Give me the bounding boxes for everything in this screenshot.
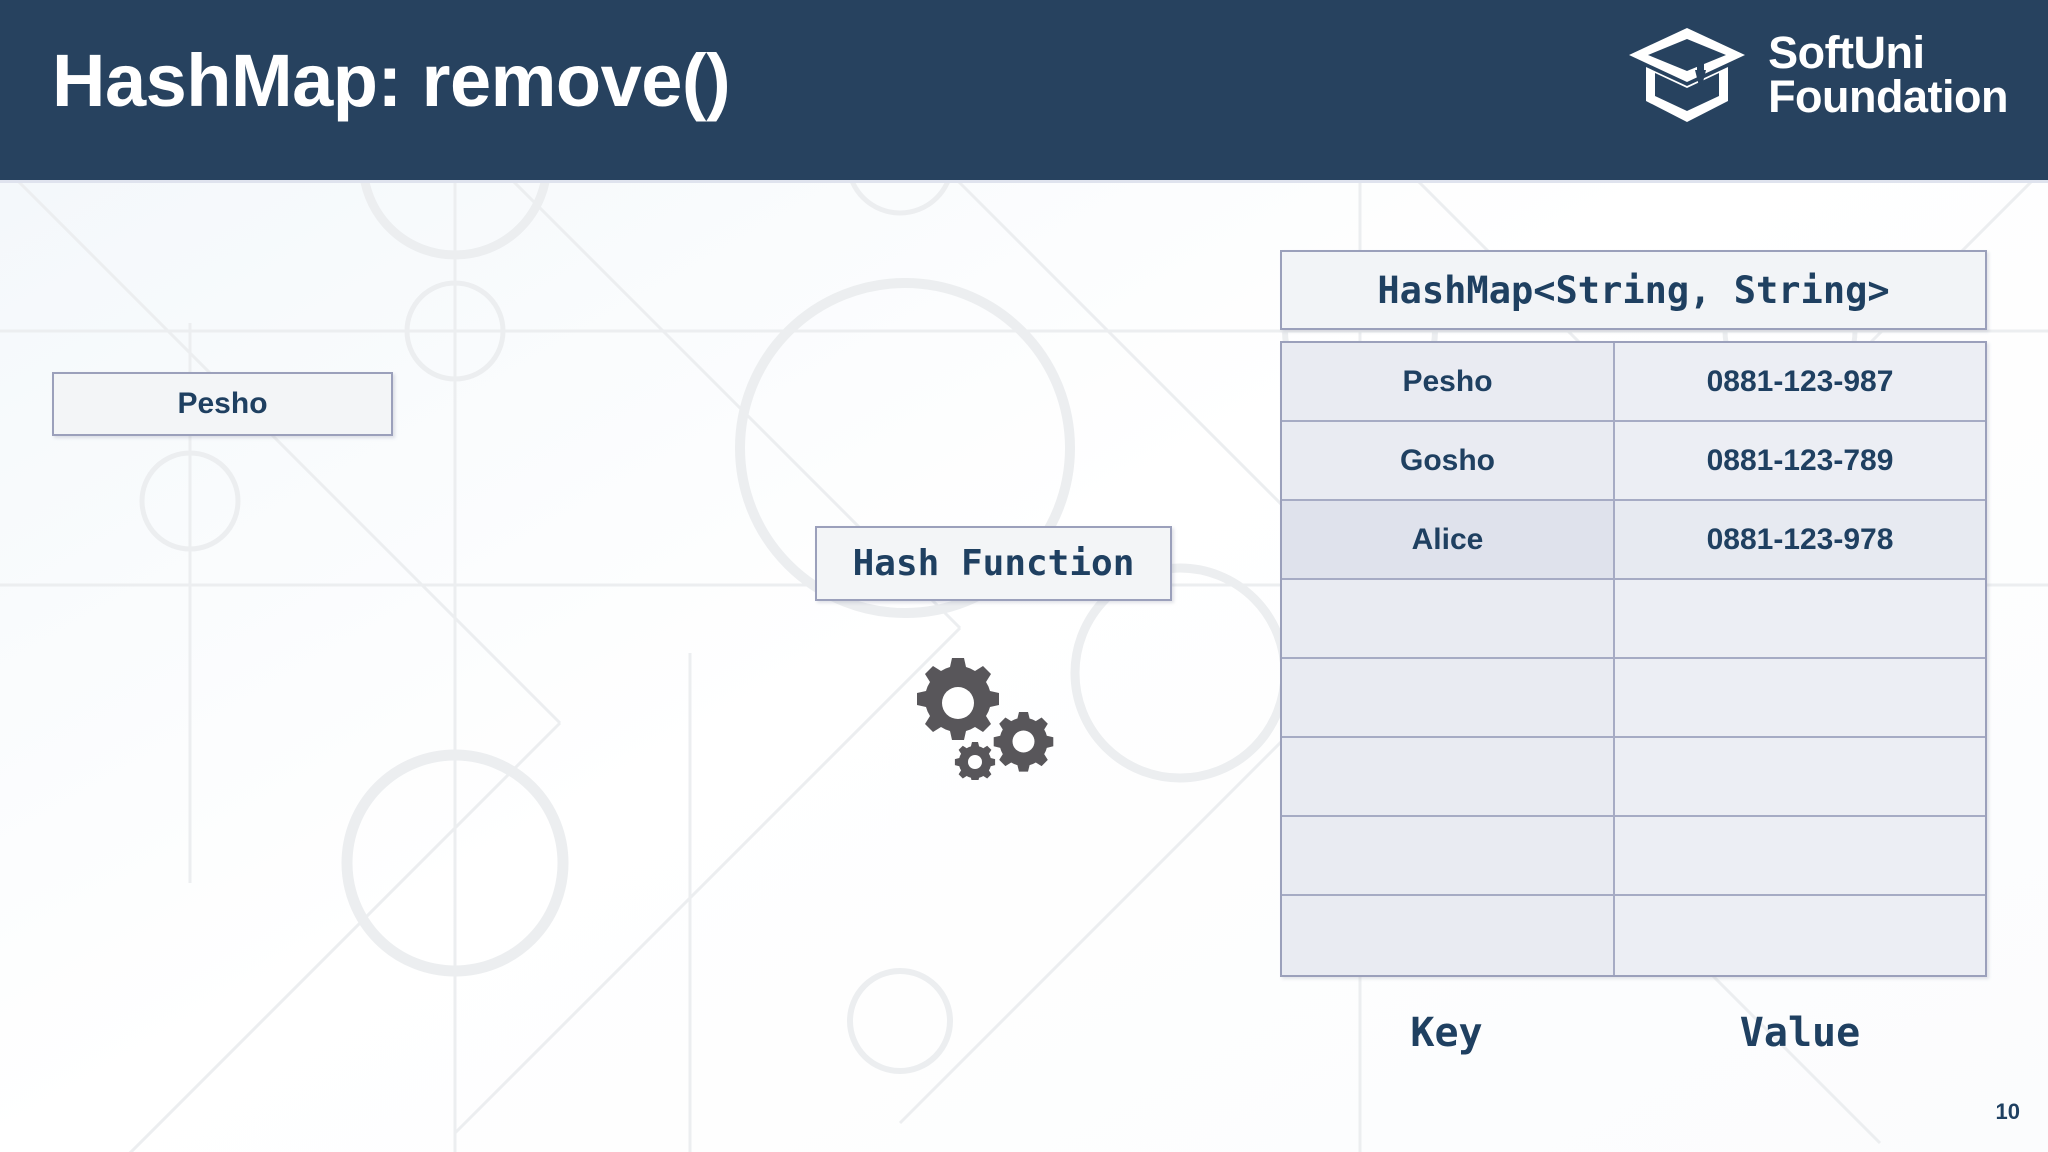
cell-value: 0881-123-789 (1615, 422, 1985, 499)
cell-value (1615, 659, 1985, 736)
brand-wordmark: SoftUni Foundation (1768, 26, 2008, 122)
cell-value: 0881-123-978 (1615, 501, 1985, 578)
cell-value (1615, 817, 1985, 894)
brand-line-2: Foundation (1768, 71, 2008, 122)
cell-value (1615, 738, 1985, 815)
cell-key (1282, 896, 1615, 975)
cell-value (1615, 896, 1985, 975)
cell-key (1282, 659, 1615, 736)
cell-key (1282, 580, 1615, 657)
cell-key: Pesho (1282, 343, 1615, 420)
input-key-box: Pesho (52, 372, 393, 436)
table-row (1282, 738, 1985, 817)
gears-icon (917, 658, 1054, 780)
brand-logo: SoftUni Foundation (1626, 26, 2008, 124)
brand-line-1: SoftUni (1768, 26, 1925, 78)
table-row (1282, 659, 1985, 738)
slide-header-bar: HashMap: remove() SoftUni Foundation (0, 0, 2048, 183)
graduation-cap-icon (1629, 28, 1746, 122)
column-label-key: Key (1410, 1010, 1483, 1056)
table-row (1282, 817, 1985, 896)
hash-function-box: Hash Function (815, 526, 1172, 601)
table-row (1282, 580, 1985, 659)
column-label-value: Value (1739, 1010, 1861, 1056)
cell-key (1282, 738, 1615, 815)
page-number: 10 (1995, 1099, 2020, 1124)
cell-key: Alice (1282, 501, 1615, 578)
cell-value (1615, 580, 1985, 657)
hashmap-type-header: HashMap<String, String> (1280, 250, 1987, 330)
cell-key: Gosho (1282, 422, 1615, 499)
cell-key (1282, 817, 1615, 894)
page-title: HashMap: remove() (52, 39, 731, 122)
table-column-labels: Key Value (1280, 1010, 1987, 1056)
cell-value: 0881-123-987 (1615, 343, 1985, 420)
table-row (1282, 896, 1985, 975)
